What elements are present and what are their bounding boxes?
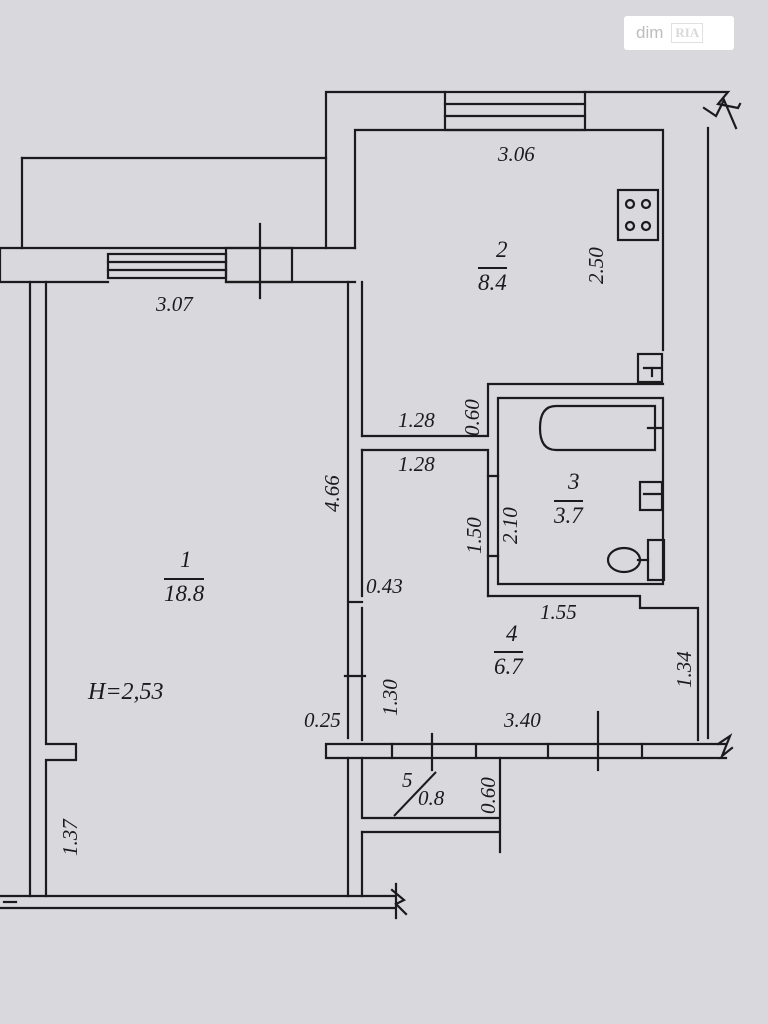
room-3-number: 3 xyxy=(568,469,580,494)
dim-bath-door: 1.50 xyxy=(462,517,486,554)
dim-bath-height: 2.10 xyxy=(498,507,522,544)
top-wall-break xyxy=(702,97,738,130)
passage-walls xyxy=(360,382,665,598)
dim-room1-length: 4.66 xyxy=(320,475,344,512)
dim-closet-depth: 0.60 xyxy=(476,777,500,814)
dim-hall-left: 1.30 xyxy=(378,679,402,716)
balcony-outline xyxy=(20,90,447,160)
bathtub xyxy=(538,404,657,452)
dim-passage-depth: 0.60 xyxy=(460,399,484,436)
dim-room2-length: 2.50 xyxy=(584,247,608,284)
room1-right-wall xyxy=(346,280,364,740)
closet-walls xyxy=(346,756,502,898)
bathroom-door xyxy=(486,474,500,558)
room-2-area: 8.4 xyxy=(478,267,507,294)
right-break xyxy=(716,733,734,760)
dim-passage-bottom: 1.28 xyxy=(398,452,435,476)
room1-top-pier xyxy=(224,246,294,284)
room1-window xyxy=(106,252,228,280)
dim-hall-niche: 0.43 xyxy=(366,574,403,598)
room1-left-wall xyxy=(28,280,78,898)
dim-room2-width: 3.06 xyxy=(498,142,535,166)
room-1-area: 18.8 xyxy=(164,578,205,605)
watermark-badge: RIA xyxy=(671,23,704,43)
bottom-break xyxy=(390,888,408,916)
kitchen-window xyxy=(443,90,587,132)
room-2-number: 2 xyxy=(496,237,508,262)
hall-bottom-wall xyxy=(324,742,728,760)
room-5-area: 0.8 xyxy=(418,786,445,810)
room-3-area: 3.7 xyxy=(554,500,583,527)
dim-room1-bottom: 1.37 xyxy=(58,819,82,856)
room-5-number: 5 xyxy=(402,768,413,792)
room-4-area: 6.7 xyxy=(494,651,523,678)
washbasin xyxy=(638,480,664,512)
dim-hall-width-top: 1.55 xyxy=(540,600,577,624)
bathroom-walls xyxy=(496,396,665,586)
sink xyxy=(636,352,664,384)
dim-hall-width-bottom: 3.40 xyxy=(504,708,541,732)
room-4-number: 4 xyxy=(506,621,518,646)
bottom-wall xyxy=(0,882,398,920)
watermark-brand: dim xyxy=(636,23,664,42)
toilet xyxy=(606,538,666,582)
dim-passage-top: 1.28 xyxy=(398,408,435,432)
kitchen-walls xyxy=(353,128,665,352)
ceiling-height: H=2,53 xyxy=(88,679,164,705)
dim-hall-wall: 0.25 xyxy=(304,708,341,732)
dim-hall-right: 1.34 xyxy=(672,651,696,688)
stove xyxy=(616,188,660,242)
room-1-number: 1 xyxy=(180,547,192,572)
dim-room1-width: 3.07 xyxy=(156,292,193,316)
hall-walls xyxy=(360,448,700,742)
watermark: dim RIA xyxy=(624,16,734,50)
top-wall-right xyxy=(583,90,742,110)
